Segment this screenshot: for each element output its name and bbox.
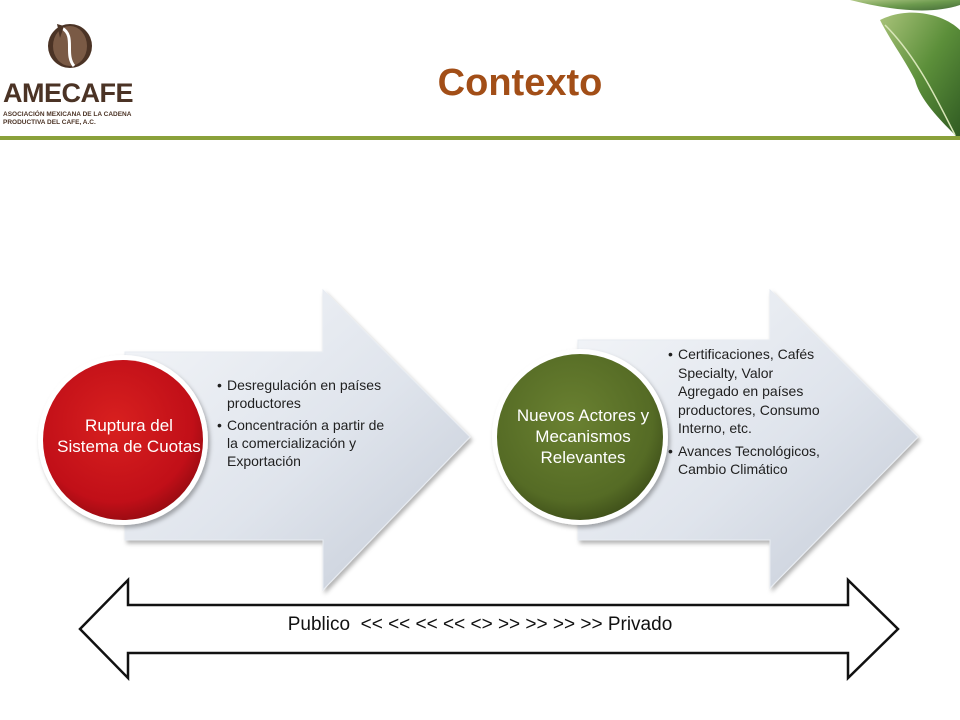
coffee-bean-logo-icon <box>48 24 92 68</box>
amecafe-logo: AMECAFE ASOCIACIÓN MEXICANA DE LA CADENA… <box>0 18 150 126</box>
block-2-bullet: Avances Tecnológicos, Cambio Climático <box>668 442 833 479</box>
logo-name: AMECAFE <box>3 78 134 108</box>
block-1-circle-fill <box>43 360 203 520</box>
block-1-bullet: Desregulación en países productores <box>217 376 387 412</box>
block-2-circle-fill <box>497 354 663 520</box>
range-double-arrow <box>78 576 900 682</box>
block-2-bullet: Certificaciones, Cafés Specialty, Valor … <box>668 345 833 438</box>
block-1-bullets: Desregulación en países productores Conc… <box>217 376 387 474</box>
coffee-leaf-icon <box>850 0 960 141</box>
block-2-arrow <box>577 288 919 590</box>
header-divider <box>0 136 960 140</box>
range-arrow-label: Publico << << << << <> >> >> >> >> Priva… <box>287 614 673 635</box>
logo-subtitle: ASOCIACIÓN MEXICANA DE LA CADENA PRODUCT… <box>3 111 132 126</box>
block-2-bullets: Certificaciones, Cafés Specialty, Valor … <box>668 345 833 483</box>
block-1-bullet: Concentración a partir de la comercializ… <box>217 416 387 470</box>
page-title: Contexto <box>437 62 603 104</box>
block-1-label: Ruptura del Sistema de Cuotas <box>57 416 201 456</box>
block-2-label: Nuevos Actores y Mecanismos Relevantes <box>516 405 650 467</box>
slide-header: AMECAFE ASOCIACIÓN MEXICANA DE LA CADENA… <box>0 0 960 150</box>
